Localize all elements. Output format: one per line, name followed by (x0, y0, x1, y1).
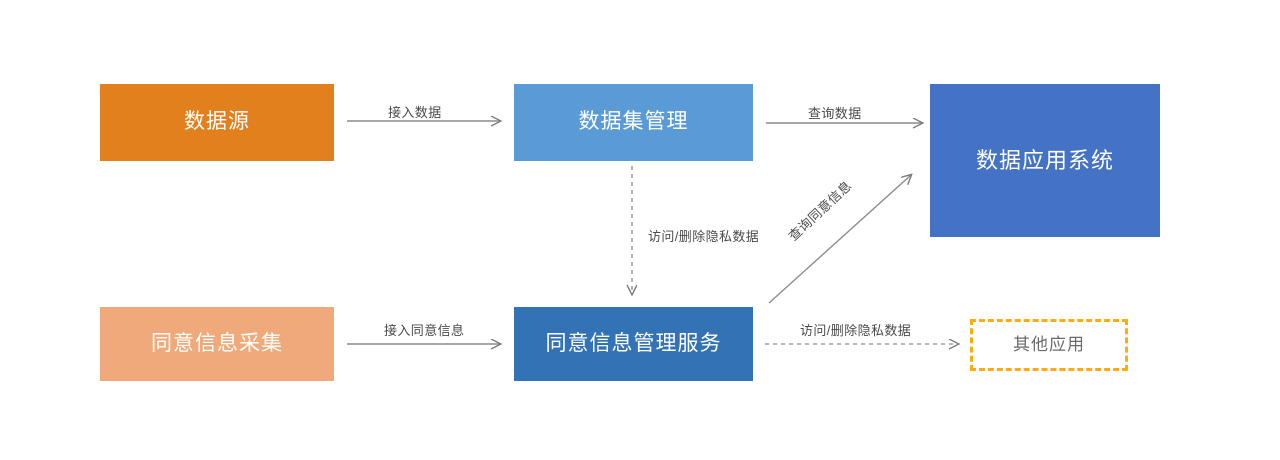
edge-label-access-delete-privacy-data-horizontal: 访问/删除隐私数据 (800, 323, 912, 338)
edge-label-ingest-data: 接入数据 (388, 105, 442, 120)
node-data-source[interactable]: 数据源 (100, 84, 334, 161)
edge-label-access-delete-privacy-data-vertical: 访问/删除隐私数据 (648, 229, 760, 244)
node-consent-management-service-label: 同意信息管理服务 (545, 331, 722, 355)
node-consent-collection-label: 同意信息采集 (151, 331, 283, 355)
edge-label-query-consent-info: 查询同意信息 (785, 177, 855, 244)
edge-label-ingest-consent-info: 接入同意信息 (384, 323, 465, 338)
node-dataset-management-label: 数据集管理 (578, 110, 689, 134)
edge-label-query-data: 查询数据 (808, 106, 862, 121)
node-data-application-system-label: 数据应用系统 (975, 147, 1114, 173)
node-consent-management-service[interactable]: 同意信息管理服务 (514, 307, 753, 381)
node-data-application-system[interactable]: 数据应用系统 (930, 84, 1160, 237)
node-other-application[interactable]: 其他应用 (970, 319, 1128, 371)
node-dataset-management[interactable]: 数据集管理 (514, 84, 753, 161)
node-other-application-label: 其他应用 (1013, 335, 1085, 355)
node-consent-collection[interactable]: 同意信息采集 (100, 307, 334, 381)
node-data-source-label: 数据源 (184, 110, 250, 134)
